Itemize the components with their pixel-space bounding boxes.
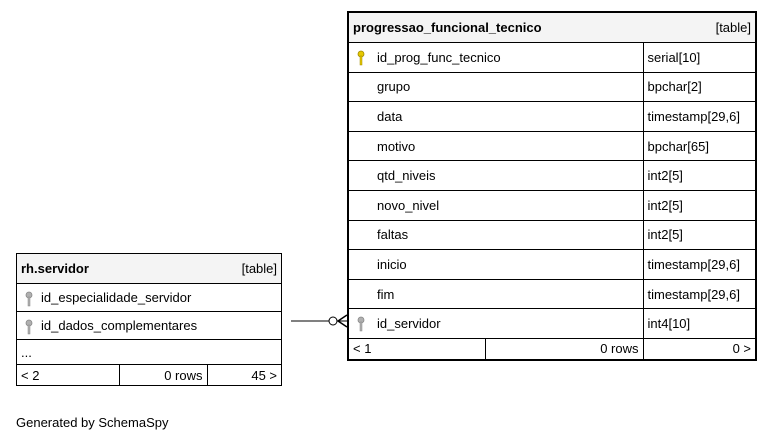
column-row[interactable]: data timestamp[29,6]	[349, 101, 755, 132]
column-type: int4[10]	[642, 308, 755, 339]
column-name: faltas	[377, 227, 409, 243]
column-name: id_servidor	[377, 316, 441, 332]
column-name: id_prog_func_tecnico	[377, 49, 501, 65]
column-name: novo_nivel	[377, 197, 440, 213]
table-kind: [table]	[643, 13, 755, 43]
column-row[interactable]: novo_nivel int2[5]	[349, 189, 755, 221]
column-type: serial[10]	[642, 42, 755, 73]
column-row[interactable]: motivo bpchar[65]	[349, 130, 755, 161]
crowfoot-upper	[337, 314, 348, 322]
table-rh-servidor[interactable]: rh.servidor [table] id_especialidade_ser…	[16, 253, 282, 386]
foreign-key-icon	[25, 319, 33, 335]
column-row[interactable]: faltas int2[5]	[349, 219, 755, 250]
column-name: motivo	[377, 138, 416, 154]
column-name: data	[377, 108, 403, 124]
column-type: bpchar[2]	[642, 71, 755, 102]
table-name: rh.servidor	[17, 254, 208, 284]
children-count[interactable]: 45 >	[206, 364, 282, 385]
column-row[interactable]: id_dados_complementares	[17, 311, 282, 340]
zero-optional-marker	[328, 316, 338, 326]
column-name: inicio	[377, 256, 407, 272]
generated-by-label: Generated by SchemaSpy	[16, 415, 169, 430]
column-type: timestamp[29,6]	[642, 101, 755, 132]
column-name: id_dados_complementares	[41, 318, 198, 333]
children-count[interactable]: 0 >	[642, 337, 755, 359]
column-row[interactable]: grupo bpchar[2]	[349, 71, 755, 102]
column-row[interactable]: id_servidor int4[10]	[349, 308, 755, 339]
table-kind: [table]	[207, 254, 282, 284]
column-type: bpchar[65]	[642, 130, 755, 161]
column-row[interactable]: id_prog_func_tecnico serial[10]	[349, 42, 755, 73]
column-row[interactable]: fim timestamp[29,6]	[349, 278, 755, 309]
column-row[interactable]: qtd_niveis int2[5]	[349, 160, 755, 191]
column-type: timestamp[29,6]	[642, 278, 755, 309]
column-type: int2[5]	[642, 189, 755, 221]
foreign-key-icon	[357, 316, 365, 332]
column-row[interactable]: id_especialidade_servidor	[17, 283, 282, 312]
parents-count[interactable]: < 1	[349, 337, 485, 359]
column-type: timestamp[29,6]	[642, 249, 755, 280]
column-type: int2[5]	[642, 160, 755, 191]
parents-count[interactable]: < 2	[17, 364, 119, 385]
table-progressao-funcional-tecnico[interactable]: progressao_funcional_tecnico [table] id_…	[347, 11, 757, 361]
row-count: 0 rows	[484, 337, 643, 359]
primary-key-icon	[357, 50, 365, 66]
column-name: id_especialidade_servidor	[41, 290, 192, 305]
column-name: fim	[377, 286, 395, 302]
column-name: qtd_niveis	[377, 168, 436, 184]
crowfoot-lower	[337, 320, 348, 328]
more-columns-ellipsis: ...	[17, 339, 282, 365]
column-type: int2[5]	[642, 219, 755, 250]
table-name: progressao_funcional_tecnico	[349, 13, 643, 43]
column-row[interactable]: inicio timestamp[29,6]	[349, 249, 755, 280]
foreign-key-icon	[25, 291, 33, 307]
column-name: grupo	[377, 79, 411, 95]
row-count: 0 rows	[118, 364, 208, 385]
